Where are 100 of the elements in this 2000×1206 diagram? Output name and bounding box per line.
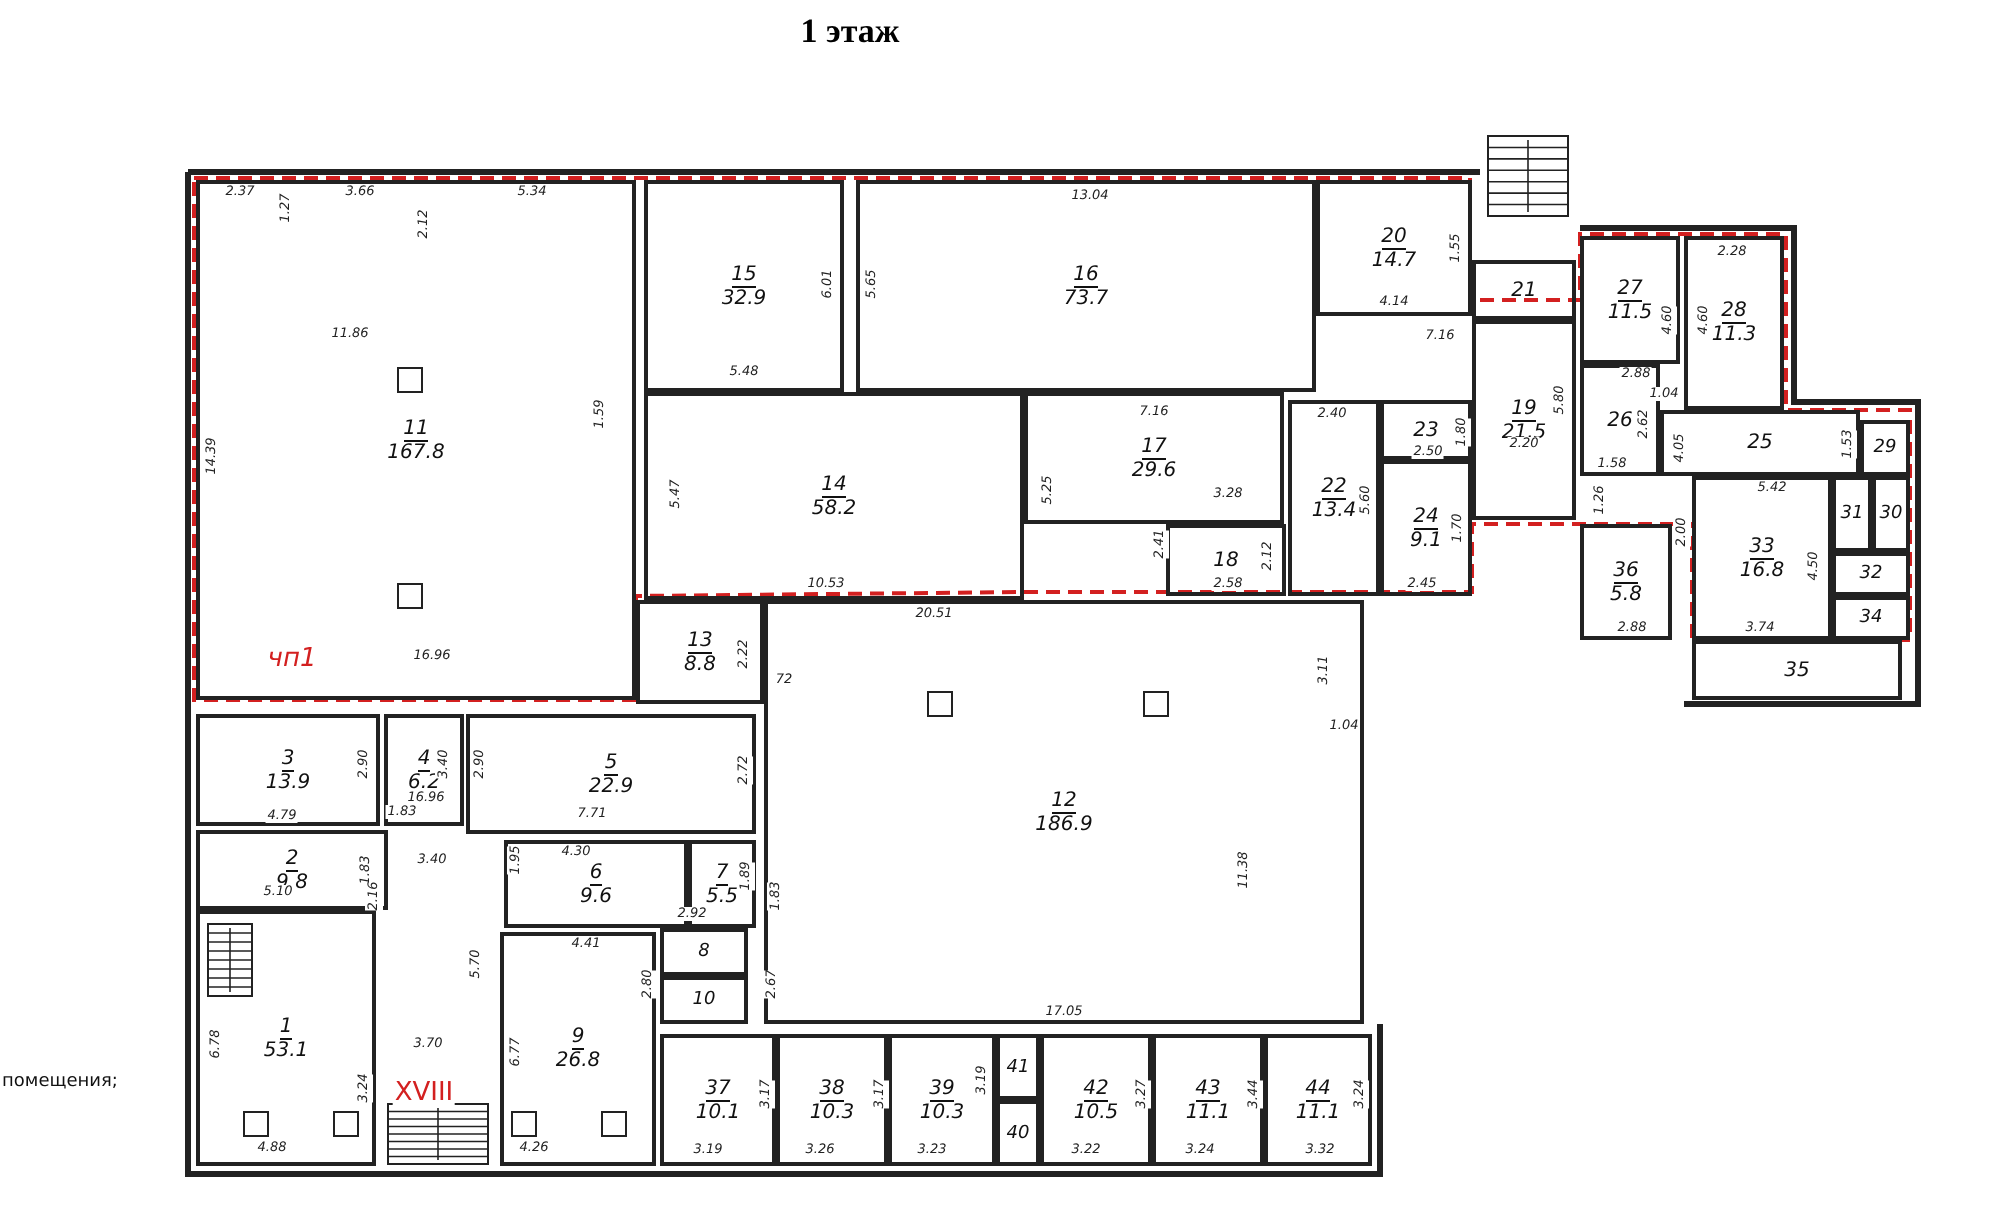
room-number: 40 bbox=[1006, 1123, 1030, 1143]
room-number: 4 bbox=[417, 747, 431, 771]
room-number: 39 bbox=[929, 1077, 955, 1101]
room bbox=[196, 180, 636, 700]
room-number: 18 bbox=[1213, 549, 1239, 571]
room-area: 58.2 bbox=[811, 497, 857, 519]
room-area: 16.8 bbox=[1739, 559, 1785, 581]
room-number: 42 bbox=[1083, 1077, 1109, 1101]
room bbox=[1316, 180, 1472, 316]
room-number: 12 bbox=[1051, 789, 1077, 813]
room bbox=[1832, 552, 1910, 596]
room-number: 13 bbox=[687, 629, 713, 653]
room-area: 10.1 bbox=[695, 1101, 741, 1123]
room-number: 23 bbox=[1413, 419, 1439, 441]
plan-title: 1 этаж bbox=[800, 12, 900, 50]
room-number: 6 bbox=[589, 861, 603, 885]
room-number: 33 bbox=[1749, 535, 1775, 559]
room-number: 36 bbox=[1613, 559, 1639, 583]
room-number: 2 bbox=[285, 847, 299, 871]
room-number: 22 bbox=[1321, 475, 1347, 499]
room-number: 17 bbox=[1141, 435, 1167, 459]
room bbox=[500, 932, 656, 1166]
room bbox=[1692, 476, 1832, 640]
room bbox=[996, 1100, 1040, 1166]
room bbox=[636, 600, 764, 704]
room bbox=[856, 180, 1316, 392]
room-area: 9.1 bbox=[1410, 529, 1442, 551]
room-number: 31 bbox=[1840, 504, 1864, 524]
room-area: 9.6 bbox=[580, 885, 612, 907]
room bbox=[660, 976, 748, 1024]
room-number: 15 bbox=[731, 263, 757, 287]
note-text: помещения; bbox=[0, 1072, 120, 1092]
room bbox=[1472, 320, 1576, 520]
room-number: 5 bbox=[604, 751, 618, 775]
room-number: 7 bbox=[715, 861, 729, 885]
room-number: 43 bbox=[1195, 1077, 1221, 1101]
room bbox=[196, 910, 376, 1166]
room-number: 34 bbox=[1859, 608, 1883, 628]
room-area: 26.8 bbox=[555, 1050, 601, 1072]
room-area: 32.9 bbox=[721, 287, 767, 309]
room bbox=[1288, 400, 1380, 596]
room-area: 11.3 bbox=[1711, 324, 1757, 346]
room-area: 5.8 bbox=[1610, 583, 1642, 605]
room-area: 13.9 bbox=[265, 771, 311, 793]
room bbox=[1832, 476, 1872, 552]
room-number: 32 bbox=[1859, 564, 1883, 584]
room-area: 11.1 bbox=[1185, 1101, 1231, 1123]
room-area: 186.9 bbox=[1035, 813, 1093, 835]
room-area: 22.9 bbox=[588, 775, 634, 797]
room-number: 9 bbox=[571, 1026, 585, 1050]
room-number: 44 bbox=[1305, 1077, 1331, 1101]
room-area: 11.5 bbox=[1607, 301, 1653, 323]
room bbox=[660, 928, 748, 976]
room-number: 30 bbox=[1879, 504, 1903, 524]
room-number: 35 bbox=[1784, 659, 1810, 681]
room-area: 8.8 bbox=[684, 653, 716, 675]
room-number: 25 bbox=[1747, 432, 1773, 454]
room bbox=[764, 600, 1364, 1024]
room-number: 24 bbox=[1413, 505, 1439, 529]
room-area: 13.4 bbox=[1311, 499, 1357, 521]
room-number: 3 bbox=[281, 747, 295, 771]
room-area: 10.5 bbox=[1073, 1101, 1119, 1123]
room-number: 8 bbox=[698, 942, 710, 962]
room-number: 11 bbox=[403, 417, 429, 441]
room bbox=[1024, 392, 1284, 524]
room bbox=[644, 180, 844, 392]
room-area: 11.1 bbox=[1295, 1101, 1341, 1123]
room-number: 19 bbox=[1511, 397, 1537, 421]
room bbox=[1692, 640, 1902, 700]
room-number: 37 bbox=[705, 1077, 731, 1101]
room-area: 29.6 bbox=[1131, 459, 1177, 481]
staircase-number: XVIII bbox=[392, 1080, 456, 1108]
room-number: 10 bbox=[692, 990, 716, 1010]
room bbox=[1860, 420, 1910, 476]
room-number: 26 bbox=[1607, 409, 1633, 431]
room-area: 73.7 bbox=[1063, 287, 1109, 309]
room bbox=[1472, 260, 1576, 320]
room-number: 41 bbox=[1006, 1057, 1030, 1077]
room-number: 20 bbox=[1381, 225, 1407, 249]
room bbox=[1166, 524, 1286, 596]
room bbox=[196, 714, 380, 826]
room bbox=[1684, 236, 1784, 410]
room-area: 14.7 bbox=[1371, 249, 1417, 271]
room-area: 5.5 bbox=[706, 885, 738, 907]
room-number: 1 bbox=[279, 1015, 293, 1039]
room-number: 16 bbox=[1073, 263, 1099, 287]
room-area: 167.8 bbox=[387, 441, 445, 463]
room bbox=[644, 392, 1024, 600]
room-number: 29 bbox=[1873, 438, 1897, 458]
room-area: 53.1 bbox=[263, 1039, 309, 1061]
room bbox=[1832, 596, 1910, 640]
room-number: 21 bbox=[1511, 279, 1537, 301]
room bbox=[466, 714, 756, 834]
room-number: 14 bbox=[821, 473, 847, 497]
room-area: 10.3 bbox=[919, 1101, 965, 1123]
room bbox=[1872, 476, 1910, 552]
room bbox=[996, 1034, 1040, 1100]
room bbox=[1660, 410, 1860, 476]
room-number: 27 bbox=[1617, 277, 1643, 301]
room-number: 38 bbox=[819, 1077, 845, 1101]
